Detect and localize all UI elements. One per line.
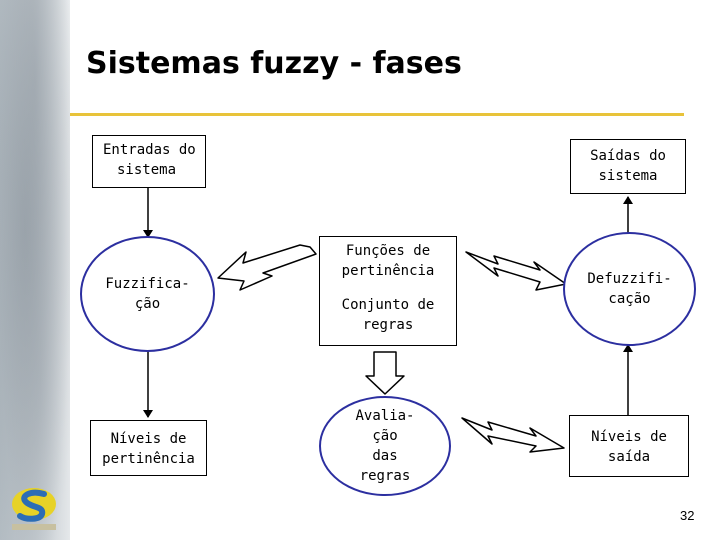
page-number: 32	[680, 508, 695, 523]
node-fuzzificacao-line2: ção	[134, 296, 161, 312]
node-saidas-line2: sistema	[598, 168, 658, 184]
node-niveis-pertinencia-line1: Níveis de	[110, 431, 187, 447]
node-entradas-line2: sistema	[117, 162, 177, 178]
node-conjunto-de-regras: Conjunto de regras	[320, 295, 456, 335]
node-fuzzificacao-line1: Fuzzifica-	[105, 276, 190, 292]
side-decoration-shade	[0, 0, 70, 540]
node-niveis-saida-line2: saída	[607, 449, 651, 465]
institution-logo-icon	[12, 488, 56, 530]
side-decoration-strip	[0, 0, 70, 540]
double-arrow-fuzzificacao-funcoes	[217, 244, 317, 291]
node-defuzzificacao-line1: Defuzzifi-	[587, 271, 672, 287]
hollow-arrow-avaliacao-niveis-saida	[461, 417, 565, 453]
node-conjunto-line2: regras	[362, 317, 414, 333]
node-niveis-de-pertinencia: Níveis de pertinência	[90, 420, 207, 476]
node-niveis-de-saida: Níveis de saída	[569, 415, 689, 477]
node-saidas-line1: Saídas do	[590, 148, 666, 164]
double-arrow-funcoes-defuzzificacao	[465, 251, 567, 291]
node-avaliacao-line1: Avalia-	[355, 408, 415, 424]
node-defuzzificacao: Defuzzifi- cação	[563, 232, 696, 346]
node-avaliacao-line4: regras	[359, 468, 411, 484]
node-niveis-pertinencia-line2: pertinência	[102, 451, 195, 467]
node-funcoes-de-pertinencia: Funções de pertinência	[320, 241, 456, 281]
node-funcoes-line2: pertinência	[341, 263, 435, 279]
node-avaliacao-das-regras: Avalia- ção das regras	[319, 396, 451, 496]
node-conjunto-line1: Conjunto de	[341, 297, 435, 313]
title-underline	[70, 113, 684, 116]
node-avaliacao-line3: das	[372, 448, 398, 464]
node-entradas-line1: Entradas do	[103, 142, 196, 158]
node-niveis-saida-line1: Níveis de	[591, 429, 667, 445]
node-entradas-do-sistema: Entradas do sistema	[92, 135, 206, 188]
node-funcoes-line1: Funções de	[345, 243, 431, 259]
node-saidas-do-sistema: Saídas do sistema	[570, 139, 686, 194]
node-defuzzificacao-line2: cação	[608, 291, 651, 307]
hollow-arrow-conjunto-avaliacao	[365, 351, 405, 395]
page-title: Sistemas fuzzy - fases	[86, 46, 462, 81]
node-avaliacao-line2: ção	[372, 428, 398, 444]
node-funcoes-e-conjunto: Funções de pertinência Conjunto de regra…	[319, 236, 457, 346]
node-fuzzificacao: Fuzzifica- ção	[80, 236, 215, 352]
